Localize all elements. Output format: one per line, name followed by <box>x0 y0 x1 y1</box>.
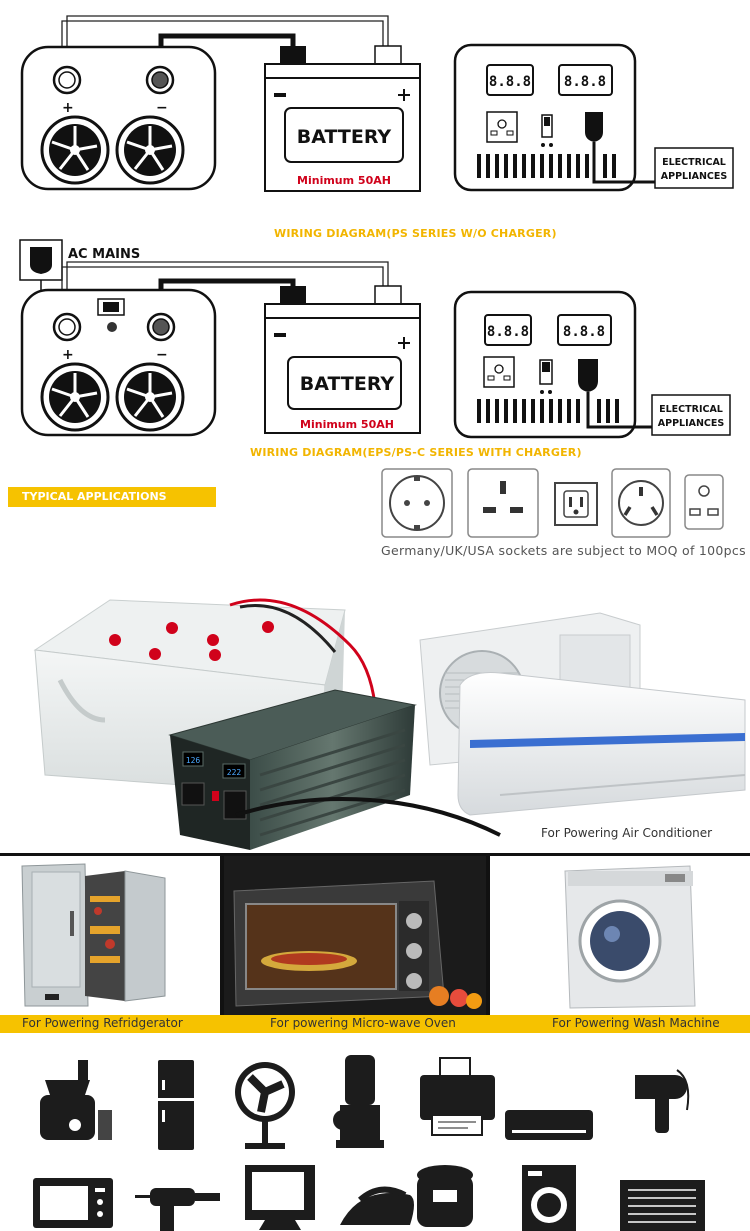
inverter-display-2: 222 <box>227 768 242 777</box>
inverter-photo: 126 222 <box>168 689 417 850</box>
hair-dryer-icon <box>635 1069 690 1133</box>
microwave-icon <box>33 1178 113 1228</box>
mains-plug-icon <box>30 247 52 274</box>
minus-sign: − <box>156 347 168 363</box>
wiring-diagram-eps: AC MAINS + − BATTERY Minimum 50AH 8.8.8 … <box>0 235 750 450</box>
printer-icon <box>420 1057 495 1136</box>
fuse-icon <box>107 322 117 332</box>
power-drill-icon <box>135 1188 220 1231</box>
fan-icon <box>115 362 185 432</box>
ac-mains-label: AC MAINS <box>68 247 140 262</box>
diagram2-title: WIRING DIAGRAM(EPS/PS-C SERIES WITH CHAR… <box>250 446 582 459</box>
output-cable <box>592 142 655 184</box>
juicer-icon <box>40 1060 112 1140</box>
clothes-iron-icon <box>340 1186 414 1225</box>
washing-machine-icon <box>522 1165 576 1231</box>
germany-socket-icon <box>381 468 453 538</box>
minus-sign: − <box>156 100 168 116</box>
universal-socket-icon <box>684 474 724 530</box>
appliance-box <box>654 147 734 189</box>
split-ac-icon <box>505 1110 593 1140</box>
plus-sign: + <box>62 100 74 116</box>
socket-moq-note: Germany/UK/USA sockets are subject to MO… <box>381 543 746 558</box>
washing-machine-photo <box>490 856 750 1016</box>
typical-applications-banner: TYPICAL APPLICATIONS <box>8 487 216 507</box>
aircon-application-photo: 126 222 <box>0 565 750 853</box>
voltage-display <box>486 64 534 96</box>
refrigerator-photo <box>0 856 220 1016</box>
appliance-label-2: APPLIANCES <box>661 171 728 182</box>
australia-socket-icon <box>611 468 671 538</box>
appliance-label-1: ELECTRICAL <box>662 157 726 168</box>
battery-label: BATTERY <box>297 126 392 148</box>
socket-options <box>380 467 725 539</box>
photo-row-divider <box>0 853 750 856</box>
uk-socket-icon <box>467 468 539 538</box>
plus-sign: + <box>62 347 74 363</box>
battery-min-label: Minimum 50AH <box>300 418 394 431</box>
battery-min-label: Minimum 50AH <box>297 174 391 187</box>
appliance-icons-grid <box>0 1040 750 1231</box>
svg-text:8.8.8: 8.8.8 <box>564 74 606 90</box>
crt-monitor-icon <box>245 1165 315 1230</box>
svg-text:8.8.8: 8.8.8 <box>563 324 605 340</box>
photo-divider-left <box>220 856 224 1032</box>
usa-socket-icon <box>554 482 598 526</box>
desk-fan-icon <box>235 1062 295 1149</box>
battery-label: BATTERY <box>300 373 395 395</box>
caption-strip <box>0 1015 750 1033</box>
output-display <box>558 64 613 96</box>
outlet-icon <box>486 111 518 143</box>
power-cord <box>235 797 501 837</box>
appliance-label-2: APPLIANCES <box>658 418 725 429</box>
water-pump-icon <box>333 1055 384 1148</box>
window-ac-icon <box>620 1180 705 1231</box>
appliance-label-1: ELECTRICAL <box>659 404 723 415</box>
plug-icon <box>585 112 603 142</box>
fan-icon <box>115 115 185 185</box>
refrigerator-caption: For Powering Refridgerator <box>22 1016 183 1030</box>
fan-icon <box>40 115 110 185</box>
rice-cooker-icon <box>417 1165 473 1227</box>
wiring-diagram-ps: + − BATTERY Minimum 50AH 8.8.8 8.8.8 ELE… <box>0 0 750 235</box>
svg-text:8.8.8: 8.8.8 <box>489 74 531 90</box>
microwave-caption: For powering Micro-wave Oven <box>270 1016 456 1030</box>
diagram1-title: WIRING DIAGRAM(PS SERIES W/O CHARGER) <box>274 227 557 240</box>
microwave-oven-photo <box>224 856 486 1016</box>
svg-text:8.8.8: 8.8.8 <box>487 324 529 340</box>
fridge-icon <box>158 1060 194 1150</box>
inverter-display-1: 126 <box>186 756 201 765</box>
fan-icon <box>40 362 110 432</box>
aircon-caption: For Powering Air Conditioner <box>541 826 713 840</box>
photo-divider-right <box>486 856 490 1032</box>
positive-wire-outer <box>66 15 389 75</box>
wash-caption: For Powering Wash Machine <box>552 1016 720 1030</box>
battery-negative-post <box>280 46 306 66</box>
aircon-indoor-unit <box>457 672 746 816</box>
